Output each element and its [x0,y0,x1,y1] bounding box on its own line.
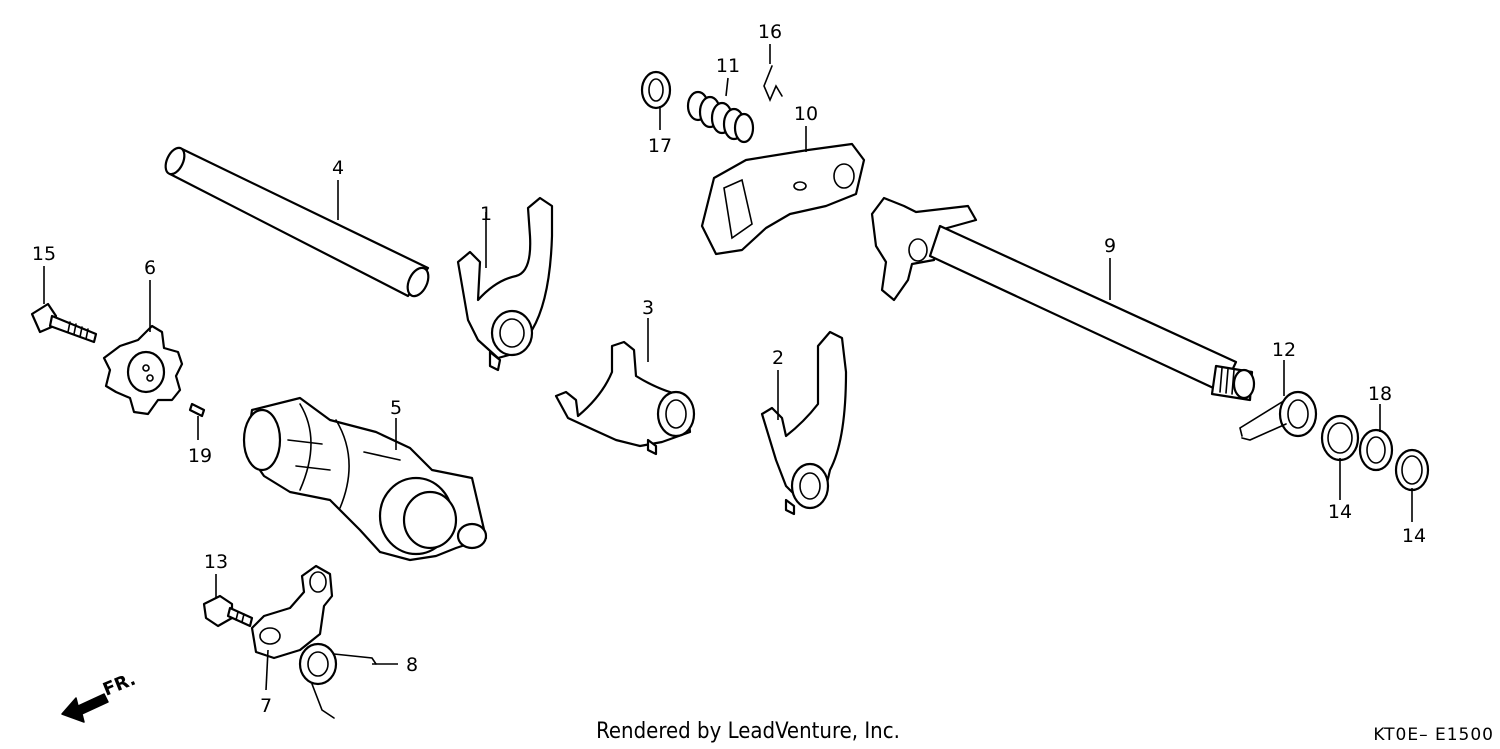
bolt-15-drawing [30,302,98,344]
part-label-17: 17 [648,135,672,157]
spring-11-drawing [686,90,755,144]
part-label-2: 2 [772,347,784,369]
part-label-10: 10 [794,103,818,125]
shift-plate-drawing [700,142,866,256]
drum-cam-drawing [102,324,184,416]
part-label-3: 3 [642,297,654,319]
part-label-13: 13 [204,551,228,573]
part-label-12: 12 [1272,339,1296,361]
dowel-pin-drawing [188,402,206,418]
shift-fork-2-drawing [760,330,848,516]
part-label-6: 6 [144,257,156,279]
part-label-9: 9 [1104,235,1116,257]
circlip-17-drawing [640,70,672,110]
leader-lines [43,44,1413,691]
shift-fork-1-drawing [456,196,554,372]
part-label-18: 18 [1368,383,1392,405]
return-spring-12-drawing [1239,390,1318,441]
part-labels: 4 1 3 2 5 6 15 19 13 7 8 17 11 16 10 9 1… [32,21,1426,717]
part-label-7: 7 [260,695,272,717]
credit-text: Rendered by LeadVenture, Inc. [596,719,900,744]
diagram-code: KT0E– E1500 [1373,725,1494,745]
part-label-4: 4 [332,157,344,179]
part-label-19: 19 [188,445,212,467]
gearshift-spindle-drawing [870,196,1256,402]
washer-14b-drawing [1394,448,1430,492]
part-label-8: 8 [406,654,418,676]
part-label-11: 11 [716,55,740,77]
direction-label: FR. [100,669,139,701]
front-direction-indicator: FR. [61,669,139,723]
circlip-18-drawing [1358,428,1394,472]
part-label-14b: 14 [1402,525,1426,547]
part-label-14a: 14 [1328,501,1352,523]
bolt-13-drawing [202,594,254,628]
part-label-5: 5 [390,397,402,419]
clip-16-drawing [763,65,783,103]
shift-fork-3-drawing [554,340,696,456]
washer-14a-drawing [1320,414,1360,462]
fork-shaft-drawing [164,146,430,298]
shift-drum-drawing [242,396,488,562]
part-label-16: 16 [758,21,782,43]
return-spring-8-drawing [298,642,377,719]
stopper-arm-drawing [250,564,334,660]
part-label-1: 1 [480,203,492,225]
part-label-15: 15 [32,243,56,265]
arrow-icon [61,693,109,723]
